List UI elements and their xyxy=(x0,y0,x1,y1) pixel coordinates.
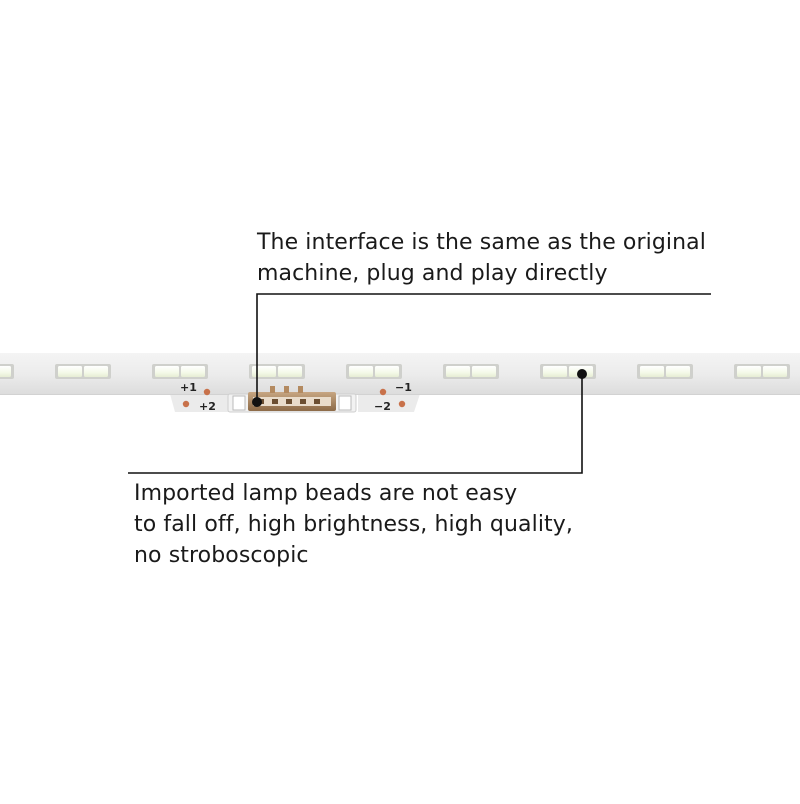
solder-pads xyxy=(182,388,406,408)
polarity-mark-minus-1: −1 xyxy=(395,381,412,394)
caption-line: no stroboscopic xyxy=(134,543,309,568)
caption-line: to fall off, high brightness, high quali… xyxy=(134,512,573,537)
led-bead xyxy=(346,364,402,379)
led-bead-group xyxy=(0,364,790,379)
solder-pad xyxy=(379,388,387,396)
annotation-leader-lamp-beads xyxy=(128,369,587,474)
caption-line: Imported lamp beads are not easy xyxy=(134,481,518,506)
pointer-dot xyxy=(577,369,587,379)
pointer-dot xyxy=(252,397,262,407)
solder-pad xyxy=(182,400,190,408)
solder-pad xyxy=(398,400,406,408)
led-bead xyxy=(637,364,693,379)
caption-line: machine, plug and play directly xyxy=(257,261,608,286)
led-bead xyxy=(0,364,14,379)
polarity-mark-plus-1: +1 xyxy=(180,381,197,394)
led-bead xyxy=(55,364,111,379)
led-bead xyxy=(152,364,208,379)
polarity-mark-minus-2: −2 xyxy=(374,400,391,413)
caption-line: The interface is the same as the origina… xyxy=(257,230,706,255)
led-bead xyxy=(443,364,499,379)
led-bead xyxy=(734,364,790,379)
polarity-mark-plus-2: +2 xyxy=(199,400,216,413)
solder-pad xyxy=(203,388,211,396)
led-bead xyxy=(540,364,596,379)
interface-caption: The interface is the same as the origina… xyxy=(257,227,706,289)
led-bead xyxy=(249,364,305,379)
annotation-leader-interface xyxy=(252,293,711,407)
lamp-beads-caption: Imported lamp beads are not easy to fall… xyxy=(134,478,573,571)
